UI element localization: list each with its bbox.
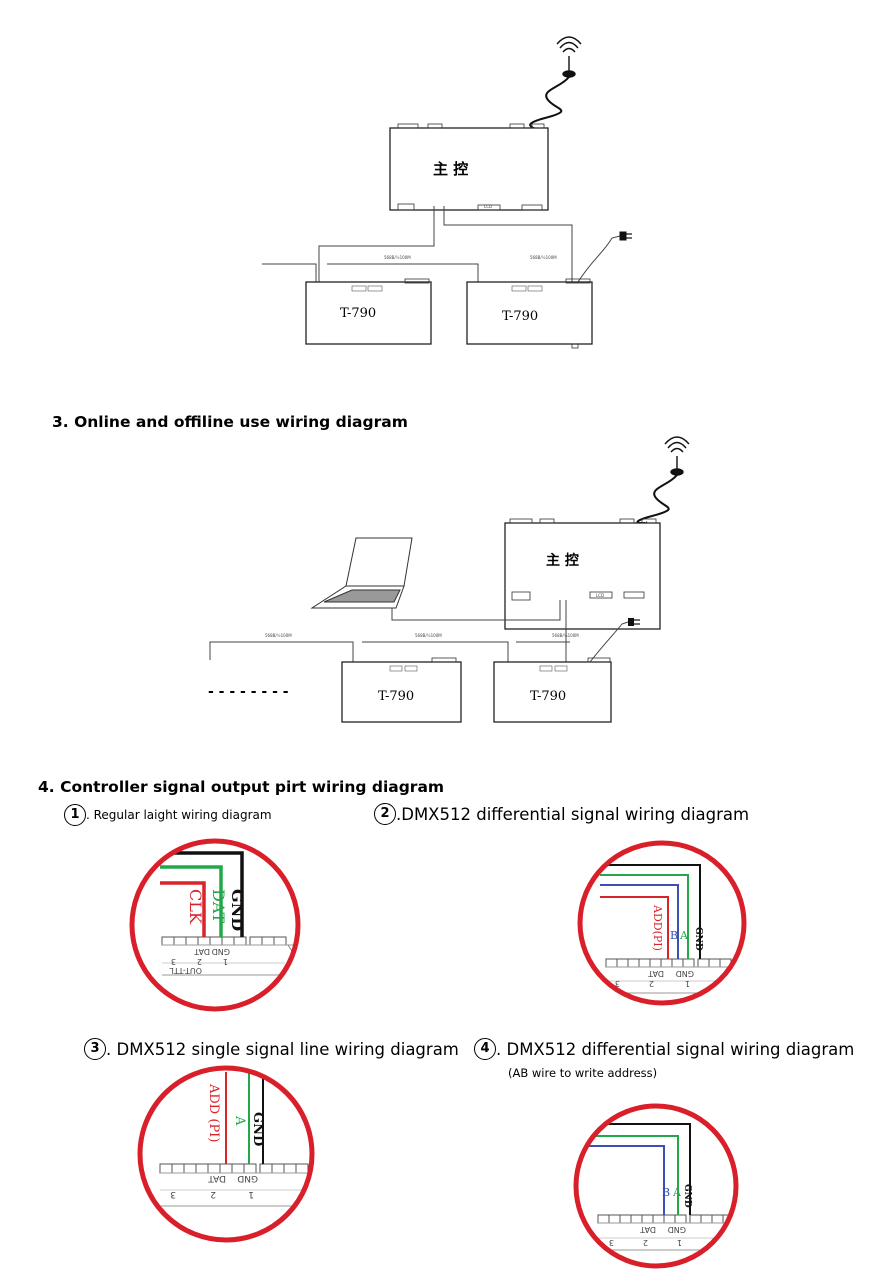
gnd-label: GND: [682, 1184, 692, 1208]
number-4-badge: 4: [474, 1038, 496, 1060]
pin-1: 1: [685, 979, 690, 988]
cable-1-label: 568B/½100M: [265, 633, 292, 638]
continuation-dashes: - - - - - - - -: [208, 684, 289, 700]
pin-3: 3: [171, 957, 176, 966]
pin-2: 2: [649, 979, 654, 988]
diagram-3-title: 3 . DMX512 single signal line wiring dia…: [84, 1038, 459, 1060]
pin-gnd: GND: [668, 1225, 686, 1234]
a-label: A: [679, 929, 689, 942]
pin-1: 1: [248, 1189, 254, 1199]
pin-2: 2: [210, 1189, 216, 1199]
wiring-circle-4: B A GND GND DAT 1 2 3: [573, 1103, 739, 1269]
master-controller-box: [389, 127, 549, 211]
cable-1-label: 568B/½100M: [384, 255, 411, 260]
pin-2: 2: [197, 957, 202, 966]
diagram-4-note: (AB wire to write address): [508, 1066, 658, 1080]
pin-gnd: GND: [212, 947, 230, 956]
pin-2: 2: [643, 1238, 648, 1247]
diagram-1-label: . Regular laight wiring diagram: [86, 808, 272, 822]
cable-2-label: 568B/½100M: [530, 255, 557, 260]
slave-box-1: [341, 661, 462, 723]
section-3-heading: 3. Online and offiline use wiring diagra…: [52, 413, 408, 431]
pin-dat: DAT: [640, 1225, 656, 1234]
slave-box-2: [493, 661, 612, 723]
diagram-2-label: .DMX512 differential signal wiring diagr…: [396, 804, 750, 824]
pin-3: 3: [609, 1238, 614, 1247]
cable-2-label: 568B/½100M: [415, 633, 442, 638]
number-3-badge: 3: [84, 1038, 106, 1060]
add-pi-label: ADD(PI): [651, 904, 664, 951]
dat-label: DAT: [209, 889, 228, 924]
pin-out-ttl: OUT-TTL: [169, 966, 202, 975]
laptop-icon: [310, 537, 413, 609]
diagram-4-title: 4 . DMX512 differential signal wiring di…: [474, 1038, 854, 1060]
slave-2-label: T-790: [502, 309, 538, 324]
wifi-antenna-icon: [529, 36, 582, 133]
diagram-2-title: 2 .DMX512 differential signal wiring dia…: [374, 803, 749, 825]
number-2-badge: 2: [374, 803, 396, 825]
pin-gnd: GND: [237, 1173, 258, 1183]
diagram-3-label: . DMX512 single signal line wiring diagr…: [106, 1039, 459, 1059]
slave-box-1: [305, 281, 432, 345]
a-label: A: [672, 1186, 682, 1199]
slave-box-2: [466, 281, 593, 345]
gnd-label: GND: [250, 1112, 265, 1146]
master-controller-box: [504, 522, 661, 630]
pin-1: 1: [223, 957, 228, 966]
lcd-port-label: LCD: [484, 204, 492, 209]
network-diagram-1: 主 控 LCD 568B/½100M 568B/½100M T-790 T-79…: [262, 36, 632, 349]
b-label: B: [662, 1186, 670, 1199]
pin-3: 3: [170, 1189, 176, 1199]
cable-3-label: 568B/½100M: [552, 633, 579, 638]
slave-2-label: T-790: [530, 689, 566, 704]
lcd-port-label: LCD: [596, 593, 604, 598]
section-4-heading: 4. Controller signal output pirt wiring …: [38, 778, 445, 796]
diagram-1-title: 1 . Regular laight wiring diagram: [64, 804, 272, 826]
pin-gnd: GND: [676, 969, 694, 978]
wiring-circle-3: ADD (PI) A GND GND DAT 1 2 3: [137, 1065, 315, 1243]
wiring-circle-2: ADD(PI) B A GND GND DAT 1 2 3: [577, 840, 747, 1006]
master-label: 主 控: [433, 160, 468, 178]
master-label: 主 控: [546, 552, 579, 569]
power-plug-icon: [628, 618, 640, 626]
number-1-badge: 1: [64, 804, 86, 826]
a-label: A: [232, 1115, 247, 1126]
pin-3: 3: [615, 979, 620, 988]
pin-dat: DAT: [194, 947, 210, 956]
wifi-antenna-icon: [636, 436, 690, 525]
wiring-circle-1: CLK DAT GND GND DAT 1 2 3 OUT-TTL: [129, 838, 301, 1012]
b-label: B: [670, 929, 678, 942]
gnd-label: GND: [693, 927, 703, 951]
slave-1-label: T-790: [378, 689, 414, 704]
add-pi-label: ADD (PI): [206, 1083, 221, 1142]
clk-label: CLK: [186, 889, 205, 925]
pin-1: 1: [677, 1238, 682, 1247]
pin-dat: DAT: [648, 969, 664, 978]
slave-1-label: T-790: [340, 306, 376, 321]
network-diagram-2: 主 控 LCD 568B/½100M 568B/½100M 568B/½100M…: [208, 436, 690, 723]
gnd-label: GND: [228, 889, 247, 931]
pin-dat: DAT: [208, 1173, 226, 1183]
power-plug-icon: [619, 231, 632, 241]
diagram-4-label: . DMX512 differential signal wiring diag…: [496, 1039, 855, 1059]
